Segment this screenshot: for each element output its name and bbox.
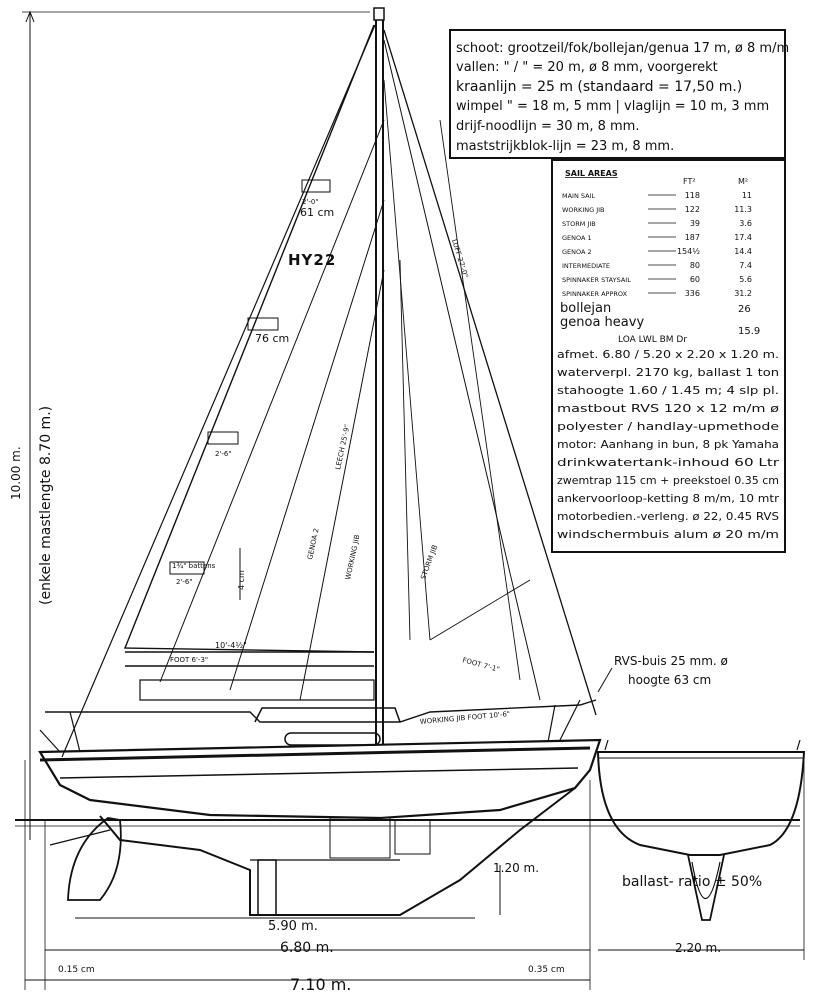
sail-row-m: 31.2 [734,289,752,298]
sail-row-ft: 39 [690,219,700,228]
mainsail [123,24,375,701]
aft-overhang-label: 0.35 cm [528,965,565,975]
spec-line-4: wimpel " = 18 m, 5 mm | vlaglijn = 10 m,… [456,99,769,114]
sail-row-name: STORM JIB [562,220,596,228]
extra-row-bollejan: bollejan [560,301,611,316]
sail-row-ft: 60 [690,275,700,284]
extra-row-genoa-heavy: genoa heavy [560,315,644,330]
sail-line-genoa2: GENOA 2 [306,528,320,561]
spec-line: zwemtrap 115 cm + preekstoel 0.35 cm [557,474,779,487]
spec-line-3: kraanlijn = 25 m (standaard = 17,50 m.) [456,79,742,95]
spec-line: drinkwatertank-inhoud 60 Ltr [557,456,780,469]
rvs-height-label: hoogte 63 cm [628,673,711,687]
sail-line-working-jib: WORKING JIB [344,534,361,581]
sail-table-unit-ft: FT² [683,177,696,186]
ballast-ratio-label: ballast- ratio ± 50% [622,874,762,890]
spec-line: stahoogte 1.60 / 1.45 m; 4 slp pl. [557,384,779,397]
batten-76-label: 76 cm [255,332,289,345]
lwl-label: 5.90 m. [268,919,318,934]
sail-row-ft: 80 [690,261,700,270]
dimension-lines [22,10,805,990]
batten-mid-label: 2'-6" [215,450,232,458]
hull-section [596,739,806,921]
cm4-label: 4 cm [237,570,246,590]
sail-row-name: GENOA 2 [562,248,592,256]
sail-row-name: SPINNAKER STAYSAIL [562,276,631,284]
spec-line-2: vallen: " / " = 20 m, ø 8 mm, voorgerekt [456,60,718,75]
battens-note: 1¾" battens [172,562,216,570]
model-label: HY22 [288,251,336,269]
sail-row-m: 14.4 [734,247,752,256]
sail-row-m: 3.6 [739,219,752,228]
sail-line-foot: FOOT 7'-1" [461,656,500,674]
spec-line: afmet. 6.80 / 5.20 x 2.20 x 1.20 m. [557,348,779,361]
spec-line: waterverpl. 2170 kg, ballast 1 ton [557,366,779,379]
extra-row-genoa-heavy-value: 15.9 [738,326,760,337]
sail-row-m: 5.6 [739,275,752,284]
foot-boom-label: FOOT 6'-3" [170,656,208,664]
sail-row-ft: 187 [685,233,700,242]
total-length-label: 7.10 m. [290,975,351,994]
foot-main-label: 10'-4½" [215,641,247,650]
hull-profile [15,699,800,916]
spec-line-6: maststrijkblok-lijn = 23 m, 8 mm. [456,139,674,154]
spec-line: motor: Aanhang in bun, 8 pk Yamaha [557,438,779,451]
height-total-label: 10.00 m. [9,446,23,500]
sail-table-title: SAIL AREAS [565,169,618,178]
sail-row-m: 11.3 [734,205,752,214]
sail-row-m: 7.4 [739,261,752,270]
spec-line-5: drijf-noodlijn = 30 m, 8 mm. [456,119,639,134]
sail-row-m: 11 [742,191,752,200]
spec-line: windschermbuis alum ø 20 m/m [557,528,779,541]
spec-line-1: schoot: grootzeil/fok/bollejan/genua 17 … [456,41,789,56]
genoa-outline [159,79,531,701]
sail-row-m: 17.4 [734,233,752,242]
rigging-spec-box: schoot: grootzeil/fok/bollejan/genua 17 … [449,29,789,159]
spec-line: mastbout RVS 120 x 12 m/m ø [557,402,779,415]
fwd-overhang-label: 0.15 cm [58,965,95,975]
batten-low-label: 2'-6" [176,578,193,586]
batten-top-label: 2'-0" [302,198,319,206]
sail-row-ft: 118 [685,191,700,200]
sail-areas-panel: SAIL AREAS FT² M² MAIN SAIL 118 11WORKING … [551,159,786,553]
backstay [61,24,376,758]
sail-row-name: INTERMEDIATE [562,262,610,270]
spec-line: polyester / handlay-upmethode [557,420,779,433]
draft-label: 1.20 m. [493,861,539,875]
spec-line: motorbedien.-verleng. ø 22, 0.45 RVS [557,510,779,523]
sail-row-ft: 122 [685,205,700,214]
spec-line: ankervoorloop-ketting 8 m/m, 10 mtr [557,492,780,505]
sail-row-name: WORKING JIB [562,206,605,214]
sail-row-name: MAIN SAIL [562,192,596,200]
boat-spec-lines: afmet. 6.80 / 5.20 x 2.20 x 1.20 m. water… [557,348,780,541]
loa-label: 6.80 m. [280,940,334,956]
sail-row-ft: 336 [685,289,700,298]
sail-row-name: SPINNAKER APPROX [562,290,628,298]
sail-table-unit-m: M² [738,177,748,186]
sail-row-name: GENOA 1 [562,234,592,242]
rvs-tube-label: RVS-buis 25 mm. ø [614,654,728,668]
extra-row-bollejan-value: 26 [738,304,751,315]
batten-61-label: 61 cm [300,206,334,219]
sail-row-ft: 154½ [677,247,700,256]
spec-header: LOA LWL BM Dr [618,335,687,345]
beam-label: 2.20 m. [675,941,721,955]
mast-length-label: (enkele mastlengte 8.70 m.) [38,406,54,605]
mast [373,7,385,745]
